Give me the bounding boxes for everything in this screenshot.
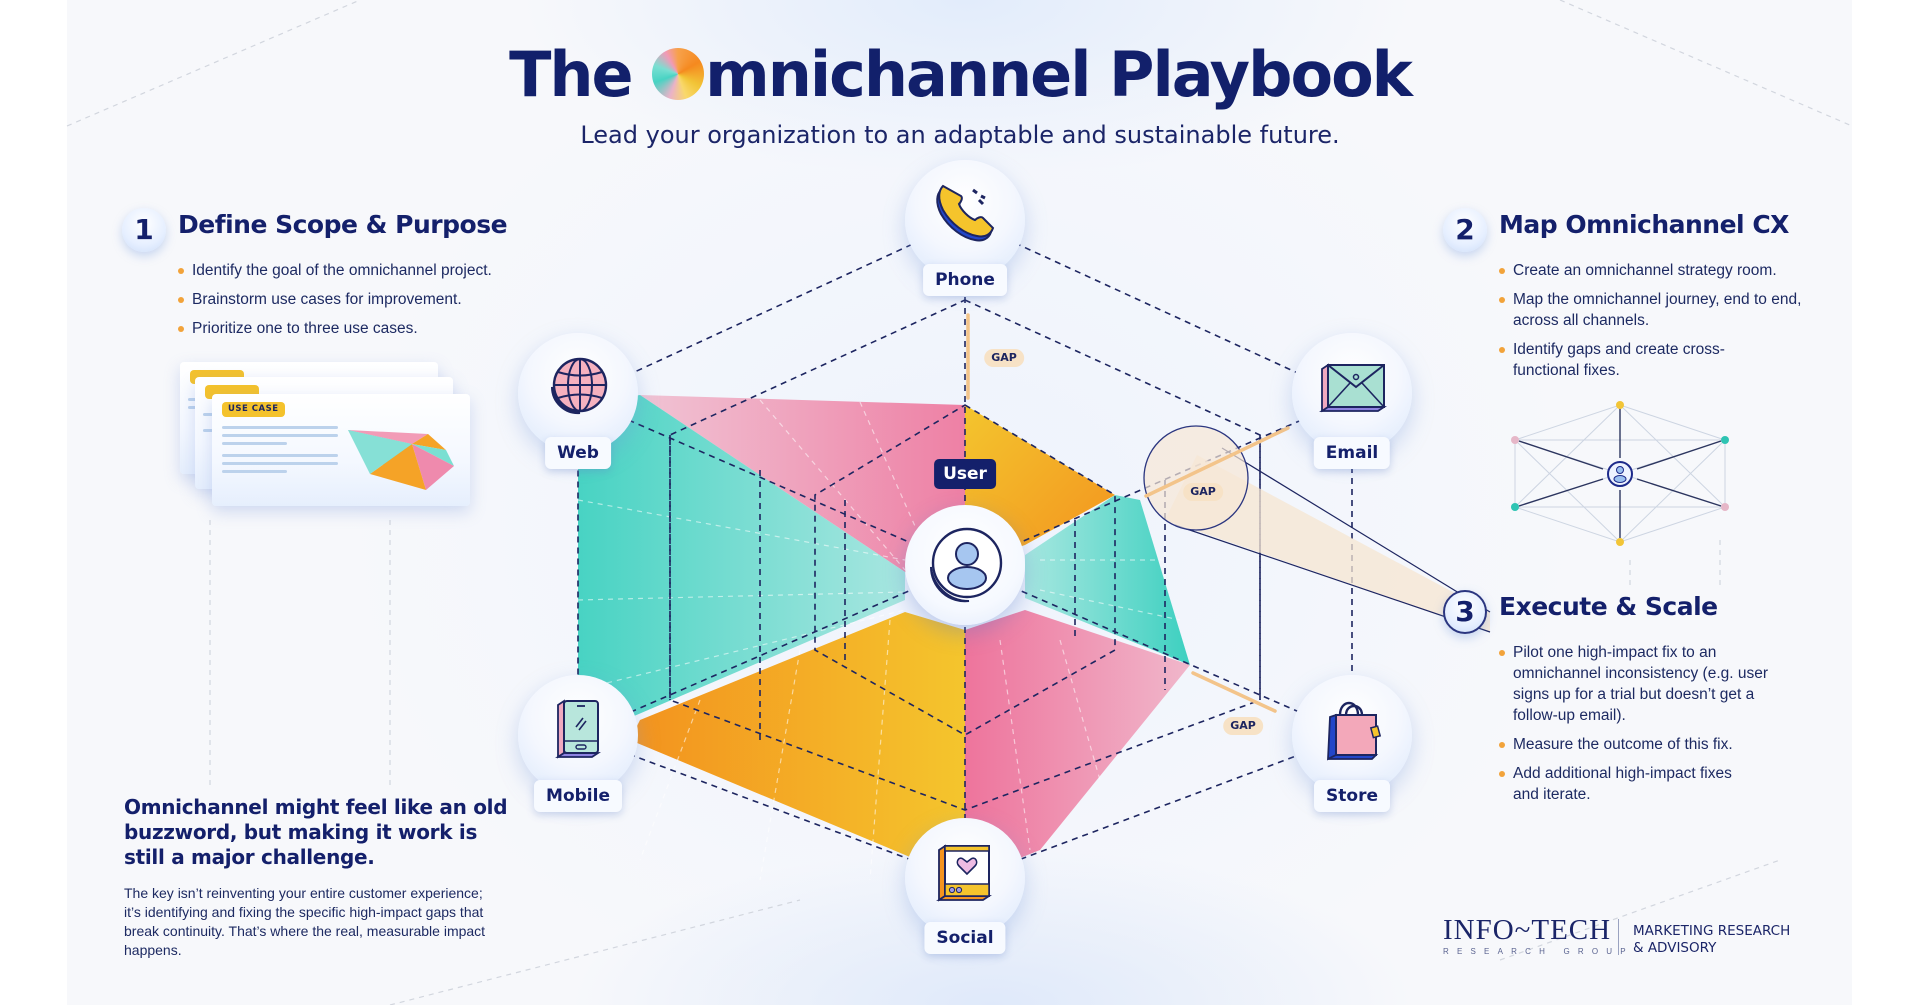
callout-heading: Omnichannel might feel like an old buzzw… [124,795,508,869]
channel-label-email: Email [1313,437,1391,469]
network-map-icon [1511,401,1729,546]
channel-label-phone: Phone [923,264,1007,296]
user-icon [929,527,1003,603]
globe-icon [550,357,608,415]
step-bullets: Create an omnichannel strategy room. Map… [1499,260,1819,389]
channel-label-web: Web [545,437,611,469]
brand-name: INFO~TECH [1443,914,1612,946]
gap-magnifier-cone [1165,455,1490,632]
user-label: User [934,459,996,489]
step-bullets: Pilot one high-impact fix to an omnichan… [1499,642,1799,813]
bullet: Brainstorm use cases for improvement. [178,289,492,310]
bullet: Create an omnichannel strategy room. [1499,260,1819,281]
mobile-phone-icon [555,699,601,759]
bullet: Add additional high-impact fixes and ite… [1499,763,1759,805]
social-app-icon [936,844,992,902]
gap-label-store: GAP [1223,717,1263,735]
use-case-tag: USE CASE [222,402,285,417]
channel-node-phone[interactable] [905,160,1025,280]
step-heading: Define Scope & Purpose [178,210,508,239]
bullet: Identify the goal of the omnichannel pro… [178,260,492,281]
mini-diagram-icon [348,430,454,490]
step-number: 1 [122,208,166,252]
gap-label-phone: GAP [984,349,1024,367]
step-execute-scale: 3 Execute & Scale Pilot one high-impact … [1443,590,1843,820]
info-tech-logo: INFO~TECH RESEARCH GROUP MARKETING RESEA… [1443,914,1790,956]
color-wheel-o-icon [652,48,705,100]
logo-divider [1618,919,1619,955]
channel-node-social[interactable] [905,818,1025,938]
step-define-scope: 1 Define Scope & Purpose Identify the go… [122,208,542,358]
step-number: 2 [1443,208,1487,252]
gap-label-email: GAP [1183,483,1223,501]
channel-label-store: Store [1314,780,1390,812]
region-mobile-social [630,612,965,880]
division-name: MARKETING RESEARCH & ADVISORY [1633,923,1791,956]
phone-icon [936,184,995,242]
callout-body: The key isn’t reinventing your entire cu… [124,885,486,958]
user-node[interactable] [905,505,1025,625]
channel-label-mobile: Mobile [534,780,622,812]
region-web-phone [640,395,965,578]
step-map-cx: 2 Map Omnichannel CX Create an omnichann… [1443,208,1843,388]
bullet: Measure the outcome of this fix. [1499,734,1799,755]
brand-subtitle: RESEARCH GROUP [1443,947,1634,956]
channel-label-social: Social [924,922,1006,954]
step-heading: Map Omnichannel CX [1499,210,1789,239]
channel-node-web[interactable] [518,333,638,453]
page-subtitle: Lead your organization to an adaptable a… [580,121,1340,149]
gap-magnifier-circle [1143,425,1249,531]
bullet: Identify gaps and create cross-functiona… [1499,339,1739,381]
channel-node-mobile[interactable] [518,675,638,795]
background-guides [66,0,1853,1005]
region-social-store [965,610,1190,880]
step-bullets: Identify the goal of the omnichannel pro… [178,260,492,347]
region-email-store [1025,495,1190,665]
bullet: Map the omnichannel journey, end to end,… [1499,289,1819,331]
bullet: Prioritize one to three use cases. [178,318,492,339]
page-title: The mnichannel Playbook [509,38,1413,111]
gap-markers [966,313,1290,713]
channel-node-email[interactable] [1292,333,1412,453]
step-number: 3 [1443,590,1487,634]
bullet: Pilot one high-impact fix to an omnichan… [1499,642,1784,726]
step-heading: Execute & Scale [1499,592,1718,621]
use-case-card-front: USE CASE [212,394,470,506]
channel-node-store[interactable] [1292,675,1412,795]
email-icon [1319,363,1387,413]
region-web-mobile [578,395,905,740]
shopping-bag-icon [1327,701,1382,761]
callout-block: Omnichannel might feel like an old buzzw… [124,795,524,960]
